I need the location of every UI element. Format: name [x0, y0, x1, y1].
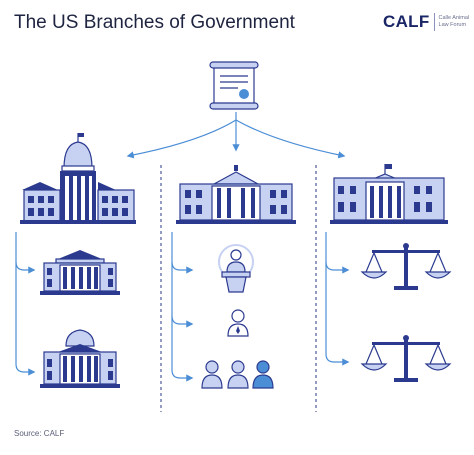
source-note: Source: CALF	[14, 429, 65, 438]
president-podium-icon	[218, 244, 254, 293]
legislative-connector	[15, 232, 36, 376]
scroll-document-icon	[209, 61, 259, 110]
white-house-icon	[176, 165, 296, 224]
cabinet-people-icon	[201, 360, 274, 389]
calf-logo: CALF Calle Animal Law Forum	[383, 12, 474, 32]
branch-connector	[126, 112, 346, 159]
vice-president-icon	[227, 309, 249, 337]
capitol-building-icon	[20, 133, 136, 224]
scales-icon	[360, 335, 452, 382]
logo-subtitle: Calle Animal Law Forum	[438, 15, 470, 28]
judicial-connector	[325, 232, 350, 366]
logo-mark: CALF	[383, 12, 430, 31]
senate-building-icon	[40, 250, 120, 295]
scales-icon	[360, 243, 452, 290]
executive-connector	[171, 232, 194, 382]
supreme-court-icon	[330, 164, 448, 224]
house-building-icon	[40, 329, 120, 388]
logo-divider	[433, 13, 435, 31]
page-title: The US Branches of Government	[14, 12, 295, 33]
